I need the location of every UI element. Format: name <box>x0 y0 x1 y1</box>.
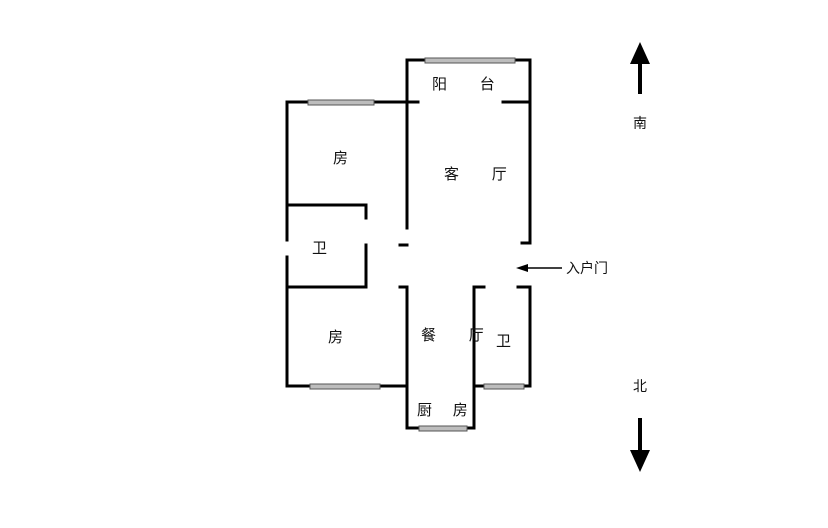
window-east-bathroom <box>483 383 525 390</box>
window-kitchen <box>418 425 468 432</box>
room-label-north-bedroom: 房 <box>333 149 349 167</box>
compass-label-bottom: 北 <box>633 379 647 395</box>
room-label-east-bathroom: 卫 <box>496 332 512 350</box>
room-label-west-bathroom: 卫 <box>312 239 328 257</box>
room-label-kitchen: 厨 房 <box>417 401 476 419</box>
room-label-balcony: 阳 台 <box>432 75 509 93</box>
entrance-arrow-icon <box>516 264 562 272</box>
room-label-dining-room: 餐 厅 <box>421 326 498 344</box>
window-south-bedroom <box>309 383 381 390</box>
windows <box>307 57 525 432</box>
arrow-up-icon <box>630 42 650 94</box>
window-north-bedroom <box>307 99 375 106</box>
arrow-down-icon <box>630 418 650 472</box>
entrance-label: 入户门 <box>566 261 608 277</box>
room-label-south-bedroom: 房 <box>328 328 344 346</box>
window-balcony <box>424 57 516 64</box>
room-label-living-room: 客 厅 <box>444 165 521 183</box>
compass-label-top: 南 <box>633 116 647 132</box>
